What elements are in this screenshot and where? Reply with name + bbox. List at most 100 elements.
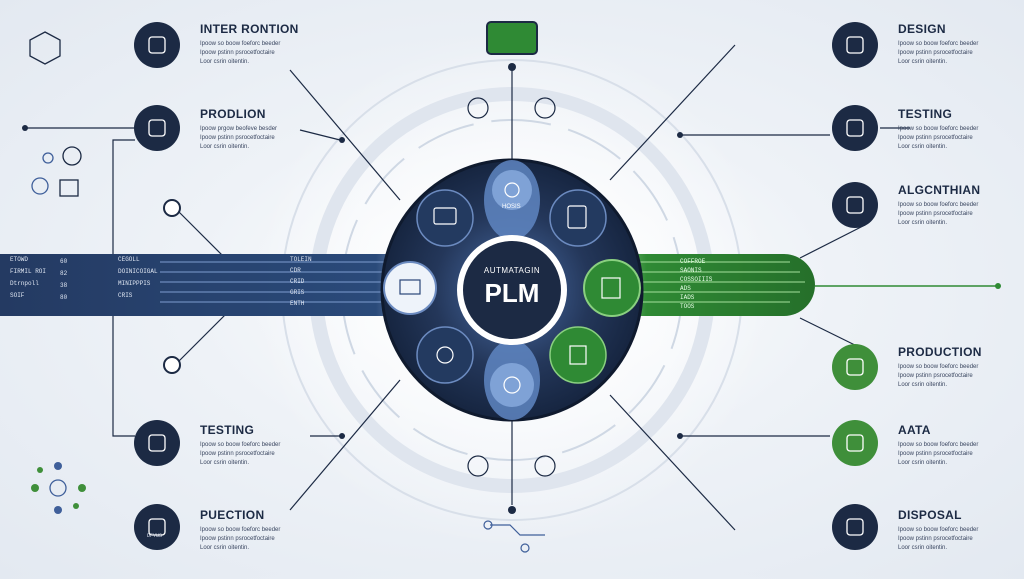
band-label: Dtrnpoll — [10, 280, 39, 287]
inner-node-top-left — [416, 189, 474, 247]
node-testing-left — [134, 420, 180, 466]
inner-nodes — [383, 170, 641, 407]
band-label: 80 — [60, 294, 68, 301]
ring-icon-bottom-right — [534, 455, 556, 477]
printer-icon — [846, 358, 864, 376]
node-description-line: Ipoow so boow foeforc beeder — [898, 364, 979, 370]
gear-icon — [62, 146, 82, 166]
node-interaction — [134, 22, 180, 68]
band-label: 60 — [60, 258, 68, 265]
node-description-line: Loor csrin oitentin. — [898, 460, 948, 466]
puzzle-icon — [846, 119, 864, 137]
node-description-line: Ipoow so boow foeforc beeder — [898, 202, 979, 208]
checklist-icon — [601, 277, 621, 299]
node-title: ALGCNTHIAN — [898, 183, 981, 197]
inner-node-bottom-right — [549, 326, 607, 384]
node-badge: DFYUS — [147, 533, 163, 539]
brain-gear-icon — [148, 434, 166, 452]
node-description-line: Loor csrin oitentin. — [898, 144, 948, 150]
inner-node-top-right — [549, 189, 607, 247]
node-title: PRODUCTION — [898, 345, 982, 359]
connector-dot — [677, 132, 683, 138]
node-description-line: Ipoow pstinn psrocetfoctaire — [898, 211, 973, 217]
connector-dot — [339, 433, 345, 439]
node-description-line: Ipoow so boow foeforc beeder — [200, 527, 281, 533]
robot-icon — [504, 182, 520, 198]
node-description-line: Loor csrin oitentin. — [200, 545, 250, 551]
gear-small-icon — [42, 152, 54, 164]
node-description-line: Ipoow pstinn psrocetfoctaire — [200, 451, 275, 457]
node-description-line: Ipoow so boow foeforc beeder — [898, 442, 979, 448]
band-label: SOIF — [10, 292, 25, 299]
band-label: ETOWD — [10, 256, 29, 263]
junction-node — [163, 199, 181, 217]
node-description-line: Ipoow pstinn psrocetfoctaire — [898, 135, 973, 141]
node-title: TESTING — [898, 107, 953, 121]
node-title: PRODLION — [200, 107, 266, 121]
band-label: MINIPPPIS — [118, 280, 151, 287]
connector-dot — [339, 137, 345, 143]
band-label: 82 — [60, 270, 68, 277]
node-description-line: Ipoow so boow foeforc beeder — [898, 41, 979, 47]
connector-dot — [22, 125, 28, 131]
node-description-line: Ipoow pstinn psrocetfoctaire — [200, 50, 275, 56]
node-description-line: Ipoow pstinn psrocetfoctaire — [200, 135, 275, 141]
center-hub — [457, 235, 567, 345]
hub-satellites — [31, 462, 86, 514]
gear-circuit-icon — [148, 518, 166, 536]
band-label: CDR — [290, 267, 301, 274]
node-disposal — [832, 504, 878, 550]
band-label: IADS — [680, 294, 695, 301]
ring-top-label: HOSIS — [502, 204, 521, 210]
band-label: CRIS — [118, 292, 133, 299]
inner-node-icons — [399, 182, 621, 394]
band-label: CEGOLL — [118, 256, 140, 263]
robot-arm-inner-icon — [503, 376, 521, 394]
node-design — [832, 22, 878, 68]
node-description-line: Ipoow pstinn psrocetfoctaire — [200, 536, 275, 542]
band-label: SAONIS — [680, 267, 702, 274]
center-subtitle: AUTMATAGIN — [483, 266, 541, 275]
outer-nodes — [134, 22, 878, 550]
band-label: 38 — [60, 282, 68, 289]
top-chip-icon — [486, 21, 538, 55]
node-description-line: Loor csrin oitentin. — [898, 545, 948, 551]
inner-node-bottom-left — [416, 326, 474, 384]
node-description-line: Ipoow pstinn psrocetfoctaire — [898, 50, 973, 56]
center-title: PLM — [484, 278, 540, 308]
node-production — [832, 344, 878, 390]
band-label: TOOS — [680, 303, 695, 310]
recycle-icon — [846, 518, 864, 536]
band-label: TOLEIN — [290, 256, 312, 263]
node-description-line: Loor csrin oitentin. — [200, 59, 250, 65]
blueprint-icon — [846, 36, 864, 54]
document-icon — [567, 205, 587, 229]
band-label: COFFROE — [680, 258, 706, 265]
right-band-dot — [995, 283, 1001, 289]
inner-node-top — [492, 170, 532, 210]
node-description-line: Loor csrin oitentin. — [898, 382, 948, 388]
band-label: FIRMIL ROI — [10, 268, 47, 275]
bottom-route-icon — [483, 520, 545, 553]
node-description-line: Ipoow so boow foeforc beeder — [898, 126, 979, 132]
inner-node-right — [583, 259, 641, 317]
gear-icon — [846, 434, 864, 452]
node-description-line: Loor csrin oitentin. — [898, 220, 948, 226]
clipboard-icon — [569, 345, 587, 365]
node-description-line: Ipoow prgow beofeve besder — [200, 126, 278, 132]
band-label: GRIS — [290, 289, 305, 296]
node-aata — [832, 420, 878, 466]
drafting-tools-icon — [148, 36, 166, 54]
ring-icon-bottom-left — [467, 455, 489, 477]
inner-node-bottom — [490, 363, 534, 407]
hub-icon — [49, 479, 67, 497]
node-title: TESTING — [200, 423, 255, 437]
band-label: CRID — [290, 278, 305, 285]
node-description-line: Ipoow so boow foeforc beeder — [200, 41, 281, 47]
